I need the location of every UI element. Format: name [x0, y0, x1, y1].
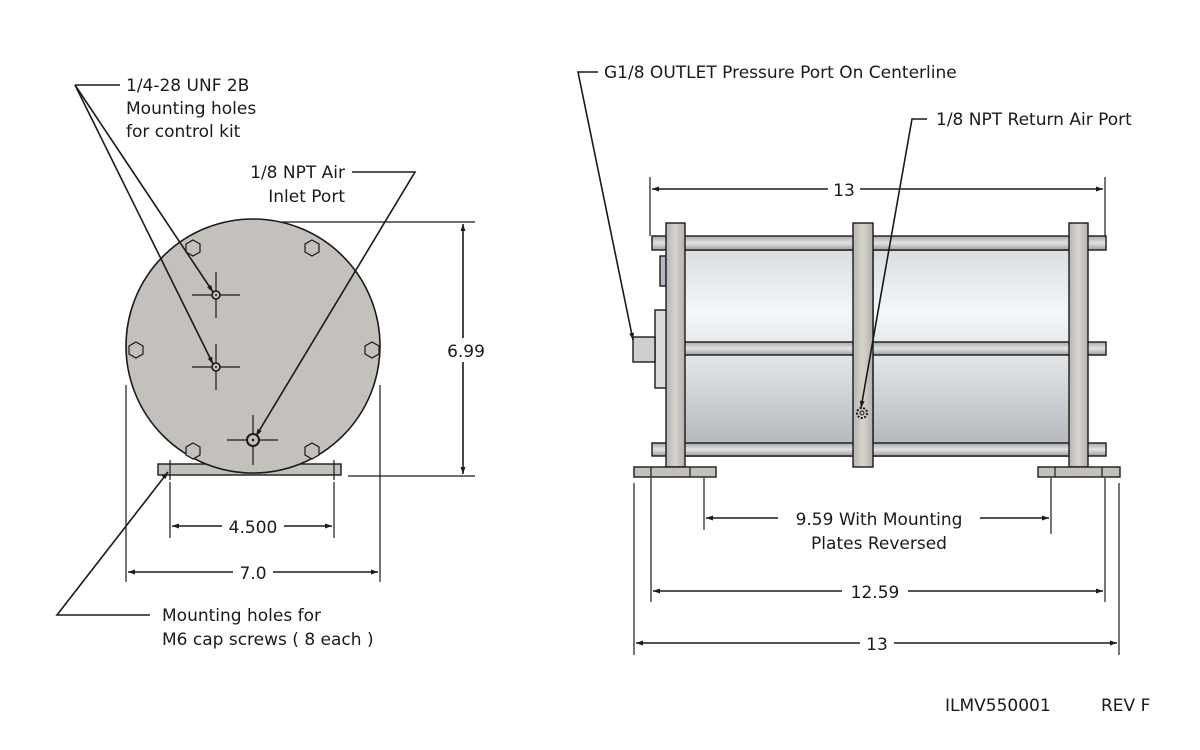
- side-view: G1/8 OUTLET Pressure Port On Centerline …: [577, 63, 1132, 655]
- callout-return-air: 1/8 NPT Return Air Port: [936, 110, 1132, 130]
- left-boss: [654, 309, 668, 389]
- hex-nut-icon: [185, 442, 201, 460]
- dim-hole-spacing: 4.500: [229, 518, 278, 538]
- callout-cap-screws-line2: M6 cap screws ( 8 each ): [162, 630, 374, 650]
- callout-outlet: G1/8 OUTLET Pressure Port On Centerline: [604, 63, 957, 83]
- part-number: ILMV550001: [945, 696, 1051, 716]
- callout-control-kit-line3: for control kit: [126, 122, 241, 142]
- dim-hole-centers: 12.59: [851, 583, 900, 603]
- hex-nut-icon: [304, 239, 320, 257]
- hex-nut-icons: [128, 239, 380, 460]
- outlet-port: [632, 336, 656, 363]
- end-view: 1/4-28 UNF 2B Mounting holes for control…: [55, 76, 485, 650]
- hex-nut-icon: [128, 341, 144, 359]
- control-kit-hole-top: [192, 272, 240, 318]
- callout-control-kit-line1: 1/4-28 UNF 2B: [126, 76, 249, 96]
- callout-air-inlet-line1: 1/8 NPT Air: [250, 163, 345, 183]
- mounting-plate-right: [1037, 466, 1121, 478]
- callout-air-inlet-line2: Inlet Port: [268, 187, 345, 207]
- end-bar-right: [1068, 222, 1089, 468]
- revision: REV F: [1101, 696, 1150, 716]
- mounting-plate-left: [633, 466, 717, 478]
- dim-reversed-line2: Plates Reversed: [811, 534, 947, 554]
- callout-control-kit-line2: Mounting holes: [126, 99, 256, 119]
- hex-nut-icon: [185, 239, 201, 257]
- tie-rods: [651, 235, 1107, 457]
- air-inlet-port: [227, 415, 278, 465]
- dim-overall-width: 7.0: [239, 564, 266, 584]
- left-bracket: [659, 255, 667, 287]
- control-kit-hole-bottom: [192, 344, 240, 390]
- callout-cap-screws-line1: Mounting holes for: [162, 606, 321, 626]
- dim-height: 6.99: [447, 342, 485, 362]
- hex-nut-icon: [364, 341, 380, 359]
- dim-reversed-line1: 9.59 With Mounting: [796, 510, 963, 530]
- end-plate: [125, 218, 381, 474]
- center-bar: [852, 222, 874, 468]
- dim-overall-length: 13: [866, 635, 888, 655]
- return-air-port-icon: [856, 407, 868, 419]
- hex-nut-icon: [304, 442, 320, 460]
- dim-top-length: 13: [833, 181, 855, 201]
- end-bar-left: [665, 222, 686, 468]
